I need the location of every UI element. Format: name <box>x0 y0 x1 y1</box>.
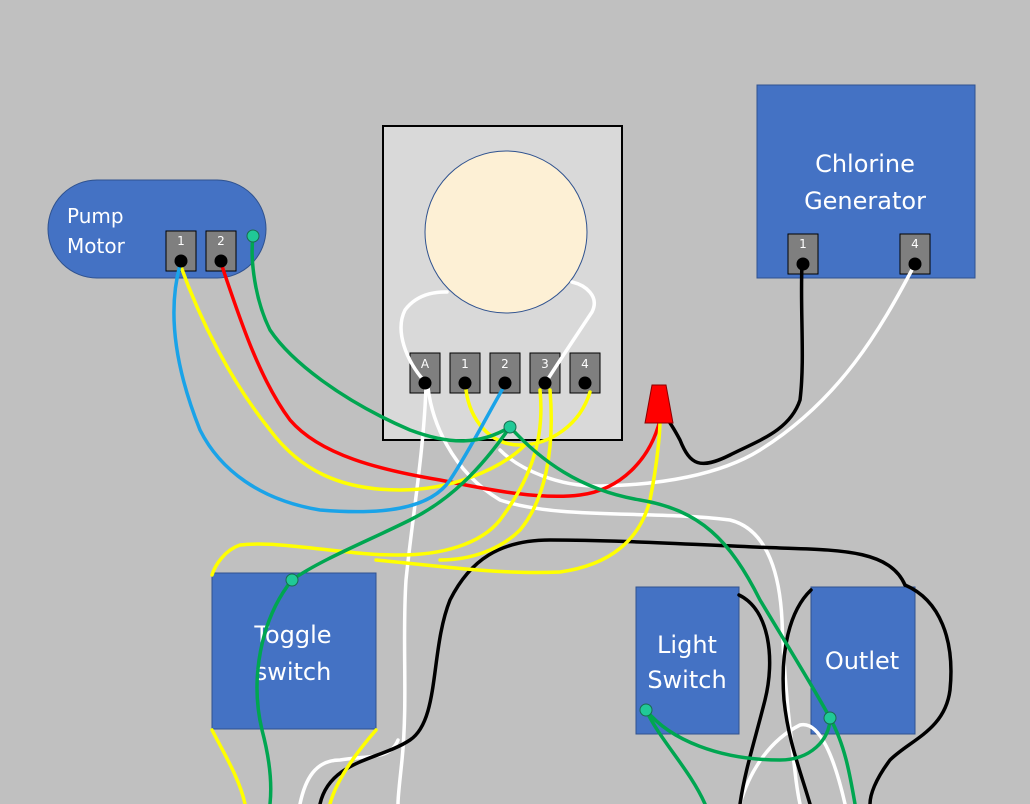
screw-generator-4 <box>908 257 922 271</box>
screw-timer-a <box>418 376 432 390</box>
wire-white-outlet-bottom <box>738 722 847 804</box>
ground-dot-motor <box>246 229 260 243</box>
light-switch-label-line2: Switch <box>647 666 726 694</box>
wire-green-timer-to-outlet <box>508 425 832 720</box>
wire-green-motor-ground <box>250 234 512 443</box>
wire-white-a-right <box>426 386 802 804</box>
wire-white-timer-motor-loop <box>399 290 449 385</box>
screw-timer-4 <box>578 376 592 390</box>
screw-timer-2 <box>498 376 512 390</box>
timer-terminal-2 <box>489 352 521 394</box>
chlorine-generator-label-line1: Chlorine <box>815 150 915 178</box>
screw-generator-1 <box>796 257 810 271</box>
chlorine-generator-label-line2: Generator <box>804 187 926 215</box>
wire-yellow-timer-1-4 <box>464 388 592 447</box>
wire-red-motor-2 <box>219 261 662 499</box>
screw-timer-3 <box>538 376 552 390</box>
wire-black-outlet-loop <box>781 588 813 804</box>
screw-timer-1 <box>458 376 472 390</box>
timer-terminal-4-label: 4 <box>581 357 589 371</box>
timer-terminal-1-label: 1 <box>461 357 469 371</box>
outlet-label: Outlet <box>825 647 899 675</box>
wires <box>172 234 953 804</box>
pump-motor-label-line1: Pump <box>67 204 124 228</box>
wire-green-toggle-ground <box>290 425 512 582</box>
wire-nut-icon <box>644 384 674 424</box>
pump-motor-label-line2: Motor <box>67 234 126 258</box>
chlorine-generator-terminal-4-label: 4 <box>911 237 919 251</box>
outlet-body <box>810 586 916 735</box>
wire-black-toggle-loop <box>318 538 907 804</box>
pump-motor-terminal-1-label: 1 <box>177 234 185 248</box>
wire-yellow-timer-3b <box>438 388 553 562</box>
timer-terminal-2-label: 2 <box>501 357 509 371</box>
wire-yellow-toggle-right <box>374 418 662 575</box>
screw-motor-1 <box>174 254 188 268</box>
timer-dial <box>424 150 588 314</box>
wire-green-outlet-bottom <box>828 716 857 804</box>
light-switch-label-line1: Light <box>657 631 717 659</box>
chlorine-generator-terminal-1-label: 1 <box>799 237 807 251</box>
wire-blue-motor-1 <box>172 263 507 514</box>
wire-black-outlet-right <box>868 583 953 804</box>
timer-terminal-3-label: 3 <box>541 357 549 371</box>
ground-dot-outlet <box>823 711 837 725</box>
timer-terminal-a-label: A <box>421 357 430 371</box>
wire-yellow-timer-3 <box>210 388 543 577</box>
wire-green-light-to-outlet <box>644 708 832 762</box>
toggle-switch-label-line2: switch <box>255 658 332 686</box>
wire-white-toggle-bottom <box>298 738 400 804</box>
wire-black-generator-1 <box>664 262 805 466</box>
wire-green-toggle-bottom <box>255 578 294 804</box>
wire-white-a-down <box>396 384 428 804</box>
wire-yellow-toggle-bottom-left <box>210 728 247 804</box>
wire-black-light-switch <box>737 593 772 804</box>
ground-dot-timer <box>503 420 517 434</box>
wire-green-light-bottom <box>644 708 707 804</box>
pump-motor-terminal-2-label: 2 <box>217 234 225 248</box>
light-switch-body <box>635 586 740 735</box>
ground-dot-light-switch <box>639 703 653 717</box>
wire-yellow-toggle-bottom-right <box>328 728 378 804</box>
ground-dot-toggle <box>285 573 299 587</box>
wire-white-generator-4 <box>498 264 916 488</box>
screw-motor-2 <box>214 254 228 268</box>
wire-white-timer-motor-loop-right <box>544 280 596 384</box>
toggle-switch-body <box>211 572 377 730</box>
